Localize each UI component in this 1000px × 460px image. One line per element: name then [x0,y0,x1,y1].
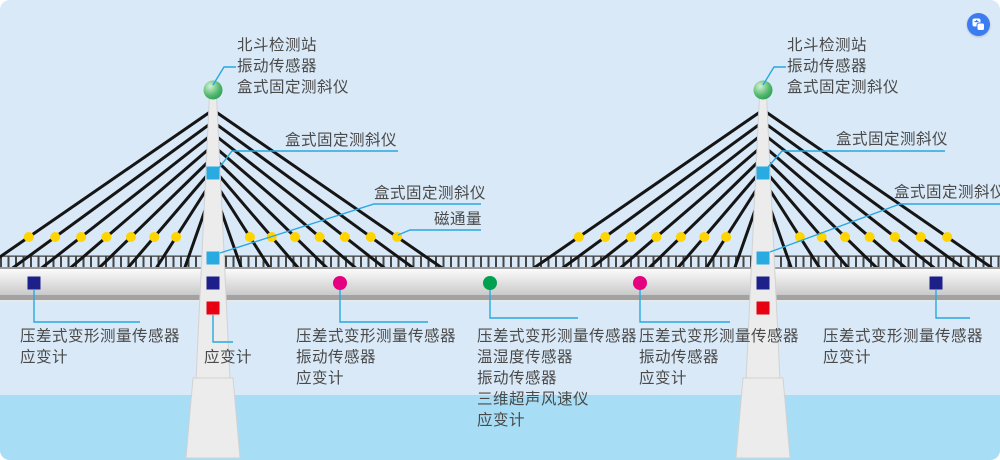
label-line: 三维超声风速仪 [477,390,590,408]
label-line: 温湿度传感器 [477,348,574,366]
inclinometer-label-4: 盒式固定测斜仪 [894,183,1000,201]
label-line: 应变计 [20,348,69,366]
label-line: 振动传感器 [477,369,558,387]
inclinometer-label-3: 盒式固定测斜仪 [836,130,949,148]
deck-label-left-abutment: 压差式变形测量传感器应变计 [20,326,180,368]
label-line: 应变计 [296,369,345,387]
label-line: 应变计 [639,369,688,387]
sensor-markers [27,166,943,315]
tower1-top-label: 北斗检测站振动传感器盒式固定测斜仪 [237,35,349,98]
label-line: 振动传感器 [296,348,377,366]
label-line: 应变计 [204,348,253,366]
bridge-deck [0,267,1000,302]
label-line: 盒式固定测斜仪 [787,78,900,96]
translate-extension-icon[interactable] [967,13,990,36]
callout-leader-lines [33,66,1000,343]
label-line: 压差式变形测量传感器 [20,327,181,345]
inclinometer-label-2: 盒式固定测斜仪 [374,184,487,202]
label-line: 压差式变形测量传感器 [296,327,457,345]
deck-railing [0,255,1000,267]
label-line: 压差式变形测量传感器 [477,327,638,345]
label-line: 压差式变形测量传感器 [823,327,984,345]
label-line: 盒式固定测斜仪 [237,78,350,96]
beidou-station-sphere-left [203,80,223,100]
deck-label-sidespan-1: 压差式变形测量传感器振动传感器应变计 [296,326,456,389]
label-line: 振动传感器 [639,348,720,366]
magnetic-flux-label: 磁通量 [434,210,483,228]
label-line: 振动传感器 [787,57,868,75]
label-line: 应变计 [477,411,526,429]
deck-label-right-abutment: 压差式变形测量传感器应变计 [823,326,983,368]
deck-label-sidespan-2: 压差式变形测量传感器振动传感器应变计 [639,326,799,389]
magnetic-flux-markers [23,232,953,242]
pylon-right [735,94,791,459]
label-line: 振动传感器 [237,57,318,75]
label-line: 北斗检测站 [787,36,868,54]
label-line: 应变计 [823,348,872,366]
water [0,395,1000,460]
label-line: 压差式变形测量传感器 [639,327,800,345]
inclinometer-label-1: 盒式固定测斜仪 [285,131,398,149]
beidou-station-sphere-right [753,80,773,100]
deck-label-midspan: 压差式变形测量传感器温湿度传感器振动传感器三维超声风速仪应变计 [477,326,637,431]
tower2-top-label: 北斗检测站振动传感器盒式固定测斜仪 [787,35,899,98]
strain-gauge-label-tower1: 应变计 [204,347,252,368]
label-line: 北斗检测站 [237,36,318,54]
